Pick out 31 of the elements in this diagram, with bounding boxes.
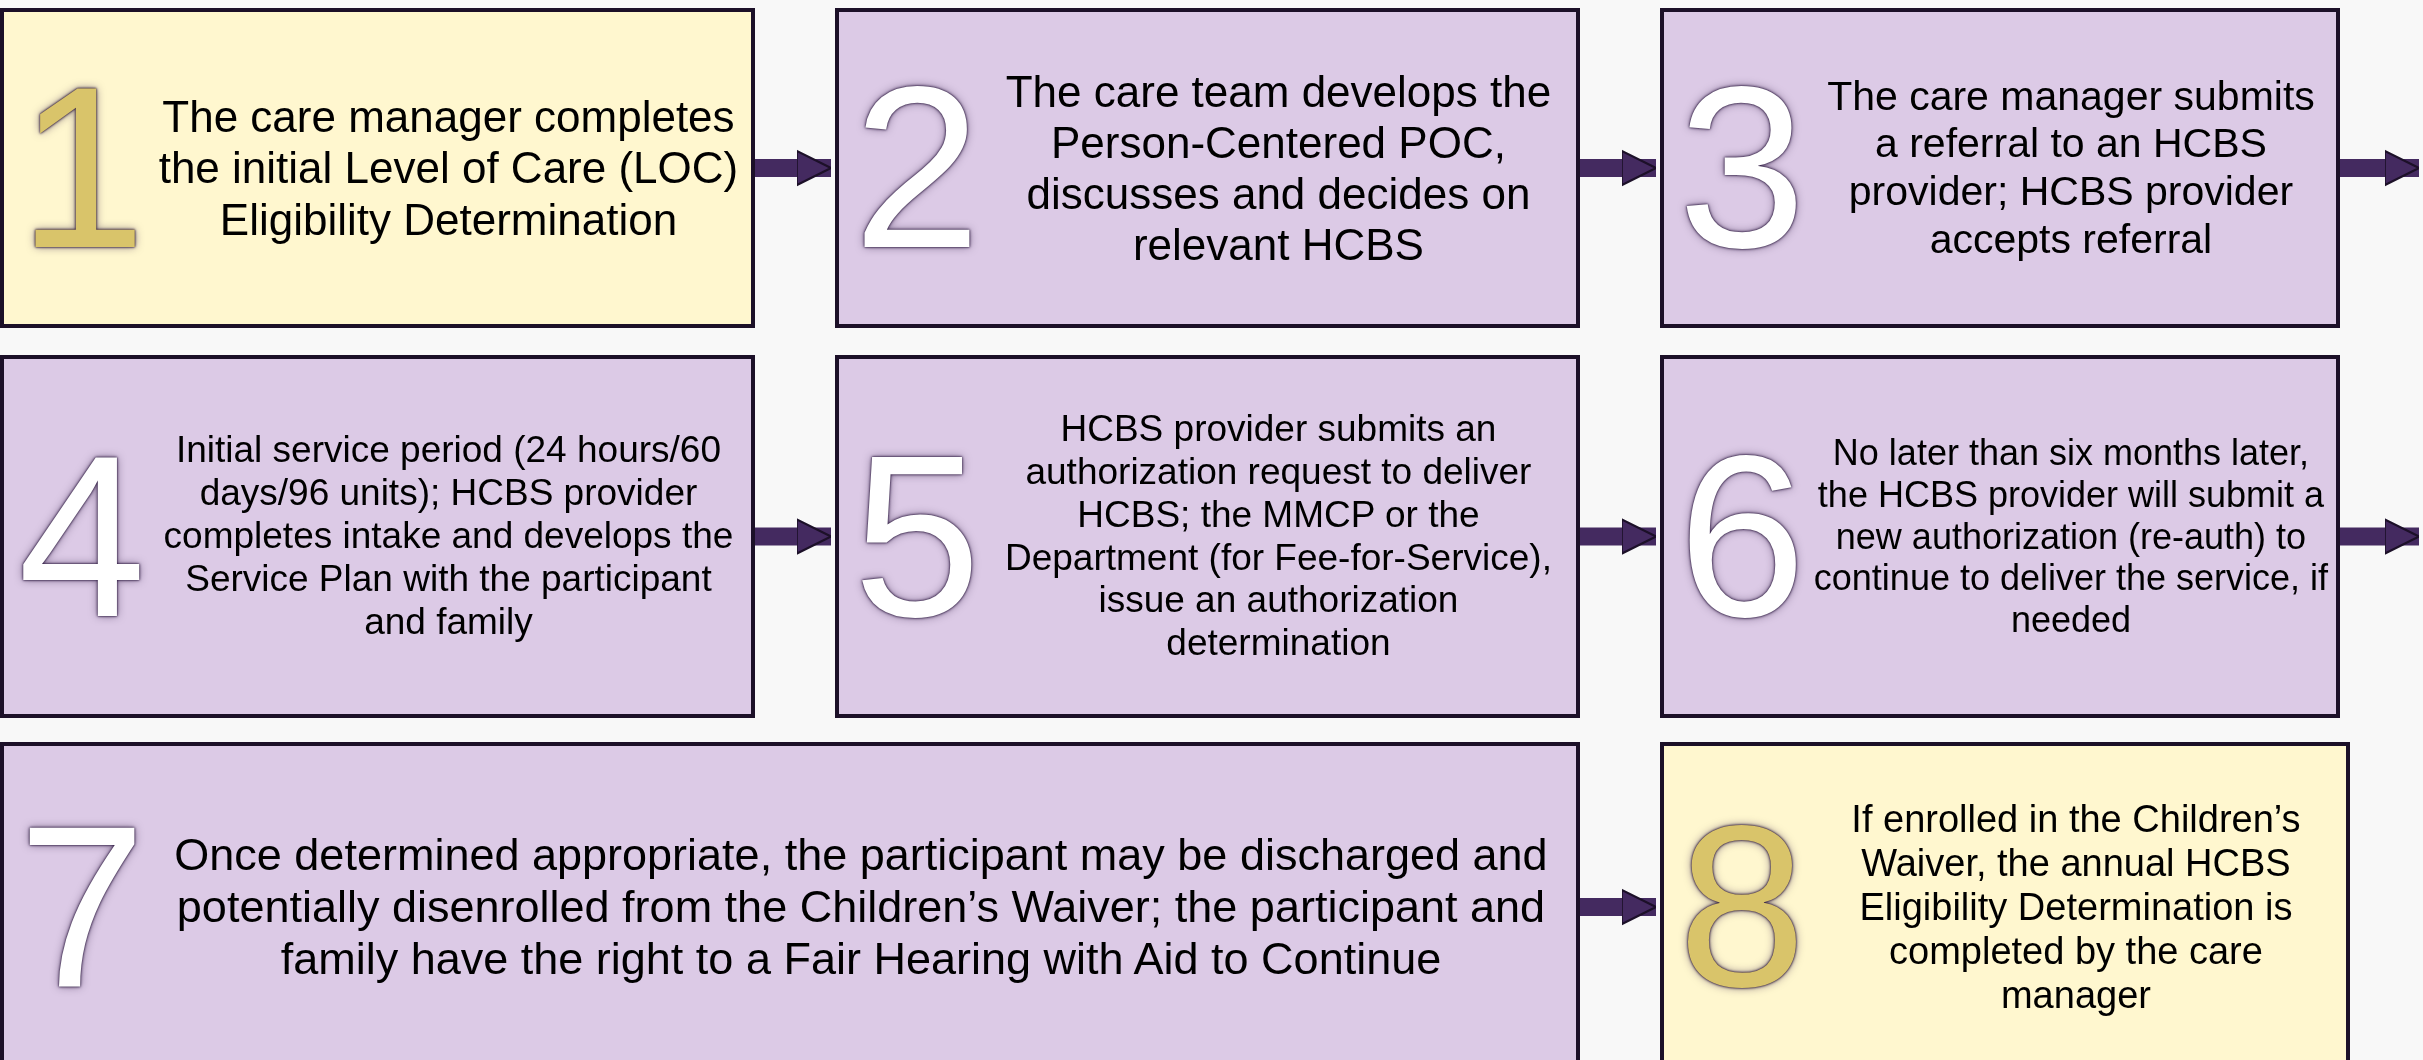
step-text: The care team develops the Person-Centered POC, discusses and decides on relevant HCBS (1004, 65, 1553, 271)
step-number: 3 (1678, 53, 1806, 283)
process-box (1660, 355, 2340, 718)
arrow (2340, 518, 2421, 555)
arrow (755, 149, 833, 187)
step-number: 5 (853, 421, 981, 652)
arrow (1580, 518, 1658, 555)
process-box (0, 8, 755, 328)
step-text: Once determined appropriate, the participant may be discharged and potentially disenrolled from the Children’s Waiver; the participant and family have the right to a Fair Hearing with Aid to Continue (173, 828, 1549, 986)
process-box (835, 8, 1580, 328)
step-number: 2 (853, 53, 981, 283)
step-number: 4 (18, 421, 146, 652)
arrow (2340, 149, 2421, 187)
step-number: 6 (1678, 421, 1806, 652)
step-number: 7 (18, 792, 146, 1022)
step-text: HCBS provider submits an authorization request to deliver HCBS; the MMCP or the Department (for Fee-for-Service), issue an authorization determination (1004, 407, 1553, 666)
step-text: Initial service period (24 hours/60 days/96 units); HCBS provider completes intake and develops the Service Plan with the participant and family (162, 429, 735, 644)
process-box (835, 355, 1580, 718)
step-text: The care manager submits a referral to an HCBS provider; HCBS provider accepts referral (1826, 72, 2316, 264)
process-box (0, 355, 755, 718)
arrow (1580, 149, 1658, 187)
process-box (1660, 742, 2350, 1060)
step-text: If enrolled in the Children’s Waiver, the annual HCBS Eligibility Determination is completed by the care manager (1850, 796, 2302, 1018)
arrow (755, 518, 833, 555)
step-number: 1 (18, 53, 146, 283)
step-text: No later than six months later, the HCBS provider will submit a new authorization (re-auth) to continue to deliver the service, if needed (1812, 432, 2330, 641)
step-number: 8 (1678, 792, 1806, 1022)
process-box (1660, 8, 2340, 328)
process-box (0, 742, 1580, 1060)
step-text: The care manager completes the initial Level of Care (LOC) Eligibility Determination (157, 91, 740, 245)
arrow (1580, 888, 1658, 926)
